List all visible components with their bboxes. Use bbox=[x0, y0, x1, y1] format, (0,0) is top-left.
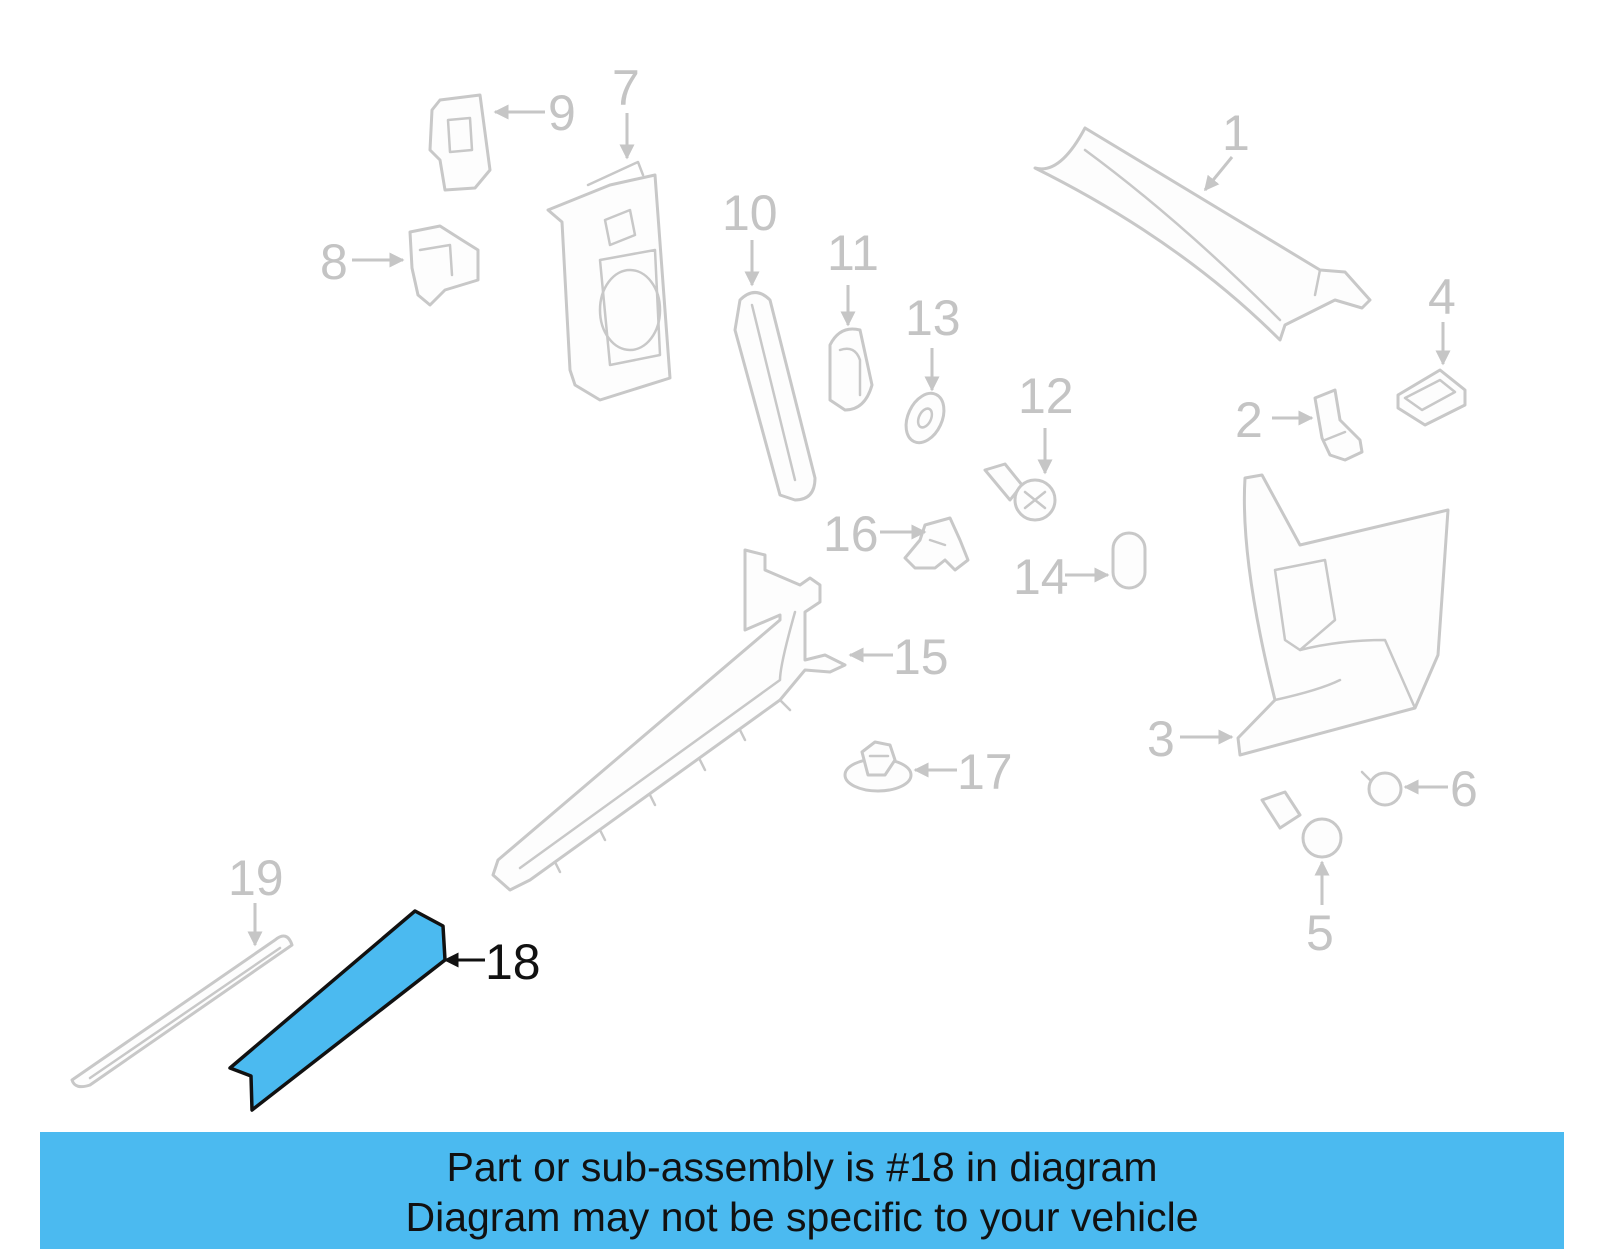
callout-19: 19 bbox=[228, 850, 284, 906]
part-13-grommet bbox=[904, 391, 946, 445]
callout-4: 4 bbox=[1428, 269, 1456, 325]
callout-1: 1 bbox=[1222, 105, 1250, 161]
callout-6: 6 bbox=[1450, 761, 1478, 817]
part-5-push-pin bbox=[1260, 790, 1343, 859]
part-info-banner: Part or sub-assembly is #18 in diagram D… bbox=[40, 1132, 1564, 1249]
part-4-nut-clip bbox=[1396, 368, 1467, 427]
callout-13: 13 bbox=[905, 290, 961, 346]
part-17-nut bbox=[843, 740, 913, 793]
part-15-scuff-plate bbox=[491, 548, 847, 892]
callout-3: 3 bbox=[1147, 711, 1175, 767]
part-10-weatherstrip bbox=[733, 291, 817, 502]
part-7-b-pillar-trim bbox=[546, 160, 672, 402]
part-2-clip bbox=[1313, 388, 1364, 462]
part-11-cap bbox=[828, 327, 874, 412]
callout-10: 10 bbox=[722, 185, 778, 241]
part-1-a-pillar-trim bbox=[1033, 126, 1372, 342]
callout-7: 7 bbox=[612, 60, 640, 116]
callout-9: 9 bbox=[548, 85, 576, 141]
callout-11: 11 bbox=[827, 225, 879, 281]
callout-1-arrow bbox=[1203, 156, 1234, 192]
banner-line-part: Part or sub-assembly is #18 in diagram bbox=[446, 1144, 1158, 1190]
callout-16: 16 bbox=[823, 506, 879, 562]
callout-8: 8 bbox=[320, 234, 348, 290]
part-18-highlighted-trim bbox=[228, 909, 447, 1112]
callout-2: 2 bbox=[1235, 392, 1263, 448]
part-16-bracket bbox=[903, 516, 970, 572]
part-8-clip bbox=[408, 224, 480, 307]
part-6-plug bbox=[1360, 770, 1403, 807]
callout-5: 5 bbox=[1306, 905, 1334, 961]
callout-12: 12 bbox=[1018, 368, 1074, 424]
part-9-bracket bbox=[428, 93, 492, 192]
callout-18: 18 bbox=[485, 934, 541, 990]
part-14-oval-plug bbox=[1111, 531, 1147, 590]
part-12-screw bbox=[983, 462, 1057, 522]
callout-14: 14 bbox=[1013, 549, 1069, 605]
banner-line-disclaimer: Diagram may not be specific to your vehi… bbox=[405, 1194, 1199, 1240]
callout-15: 15 bbox=[893, 629, 949, 685]
part-3-kick-panel bbox=[1236, 473, 1450, 757]
part-19-moulding bbox=[70, 934, 294, 1089]
callout-17: 17 bbox=[957, 744, 1013, 800]
